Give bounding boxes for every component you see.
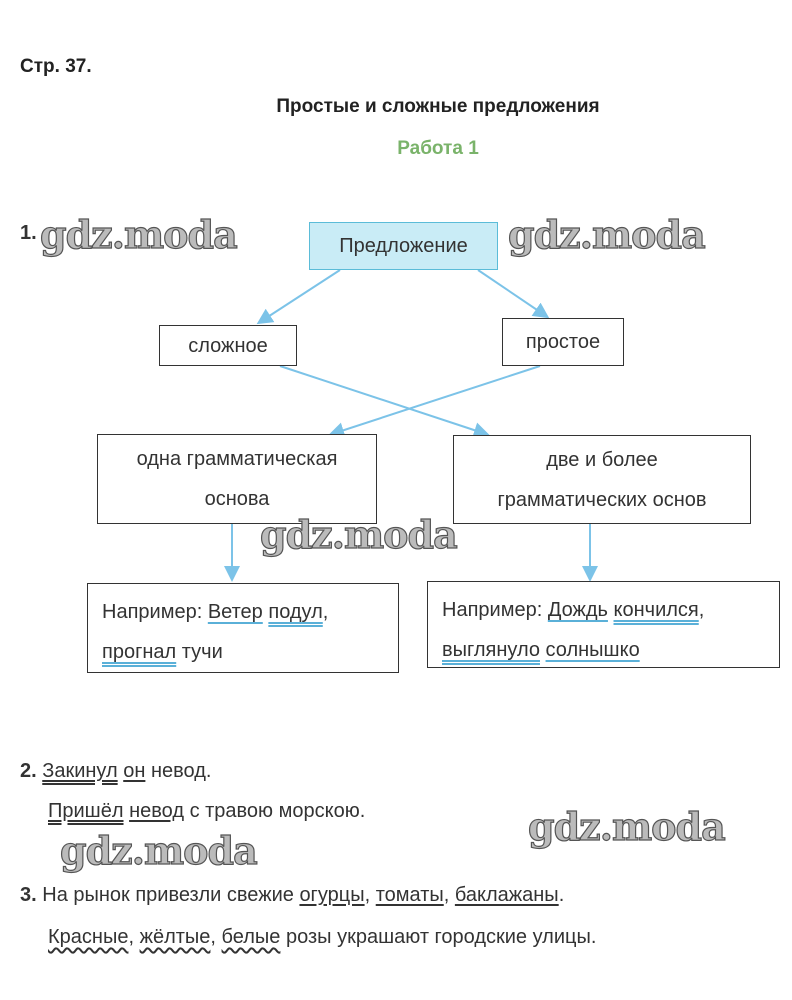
predicate-word: кончился [613, 599, 699, 621]
object-word: тучи [181, 641, 223, 663]
node-one-basis-line2: основа [204, 488, 270, 510]
node-one-basis-line1: одна грамматическая [136, 448, 338, 470]
text: На рынок привезли свежие [42, 884, 294, 906]
watermark-logo: gdz.moda [259, 511, 458, 557]
task3-line1: 3. На рынок привезли свежие огурцы, тома… [20, 884, 565, 906]
attribute-word: Красные [48, 926, 129, 948]
predicate-word: прогнал [102, 641, 177, 663]
node-two-basis-line2: грамматических основ [497, 488, 707, 511]
watermark-logo: gdz.moda [527, 803, 726, 849]
node-one-basis: одна грамматическая основа [97, 434, 377, 524]
watermark-logo: gdz.moda [59, 827, 258, 873]
text: невод. [150, 760, 212, 782]
example-simple: Например: Ветер подул, прогнал тучи [87, 583, 399, 673]
task2-line1: 2. Закинул он невод. [20, 760, 211, 783]
predicate-word: подул [268, 601, 323, 623]
subject-word: невод [129, 800, 184, 822]
subject-word: он [123, 760, 146, 782]
text: розы украшают городские улицы. [285, 926, 597, 948]
node-sentence: Предложение [309, 222, 498, 270]
example-complex: Например: Дождь кончился, выглянуло солн… [427, 581, 780, 668]
node-two-basis-line1: две и более [546, 448, 658, 471]
arrow-complex-two [279, 365, 490, 438]
node-complex: сложное [159, 325, 297, 366]
subject-word: Дождь [547, 599, 608, 621]
subject-word: Ветер [207, 601, 263, 623]
watermark-logo: gdz.moda [507, 211, 706, 257]
predicate-word: Пришёл [48, 800, 124, 822]
node-two-basis: две и более грамматических основ [453, 435, 751, 524]
attribute-word: белые [221, 926, 281, 948]
task2-number: 2. [20, 760, 37, 782]
watermark-logo: gdz.moda [39, 211, 238, 257]
predicate-word: Закинул [42, 760, 118, 782]
node-simple: простое [502, 318, 624, 366]
page-title: Простые и сложные предложения [276, 96, 600, 117]
subject-word: баклажаны [454, 884, 559, 906]
attribute-word: жёлтые [139, 926, 211, 948]
arrow-root-complex [256, 269, 341, 325]
subject-word: томаты [375, 884, 444, 906]
subtitle: Работа 1 [397, 138, 479, 159]
task1-number: 1. [20, 222, 37, 244]
example-prefix: Например: [102, 601, 203, 623]
task3-line2: Красные, жёлтые, белые розы украшают гор… [48, 926, 597, 948]
task2-line2: Пришёл невод с травою морскою. [48, 800, 365, 823]
predicate-word: выглянуло [442, 639, 540, 661]
text: с травою морскою. [189, 800, 366, 822]
arrow-root-simple [477, 269, 550, 319]
task3-number: 3. [20, 884, 37, 906]
subject-word: огурцы [299, 884, 365, 906]
page-header: Стр. 37. [20, 56, 92, 77]
subject-word: солнышко [545, 639, 640, 661]
example-prefix: Например: [442, 599, 543, 621]
arrow-simple-one [328, 365, 541, 438]
